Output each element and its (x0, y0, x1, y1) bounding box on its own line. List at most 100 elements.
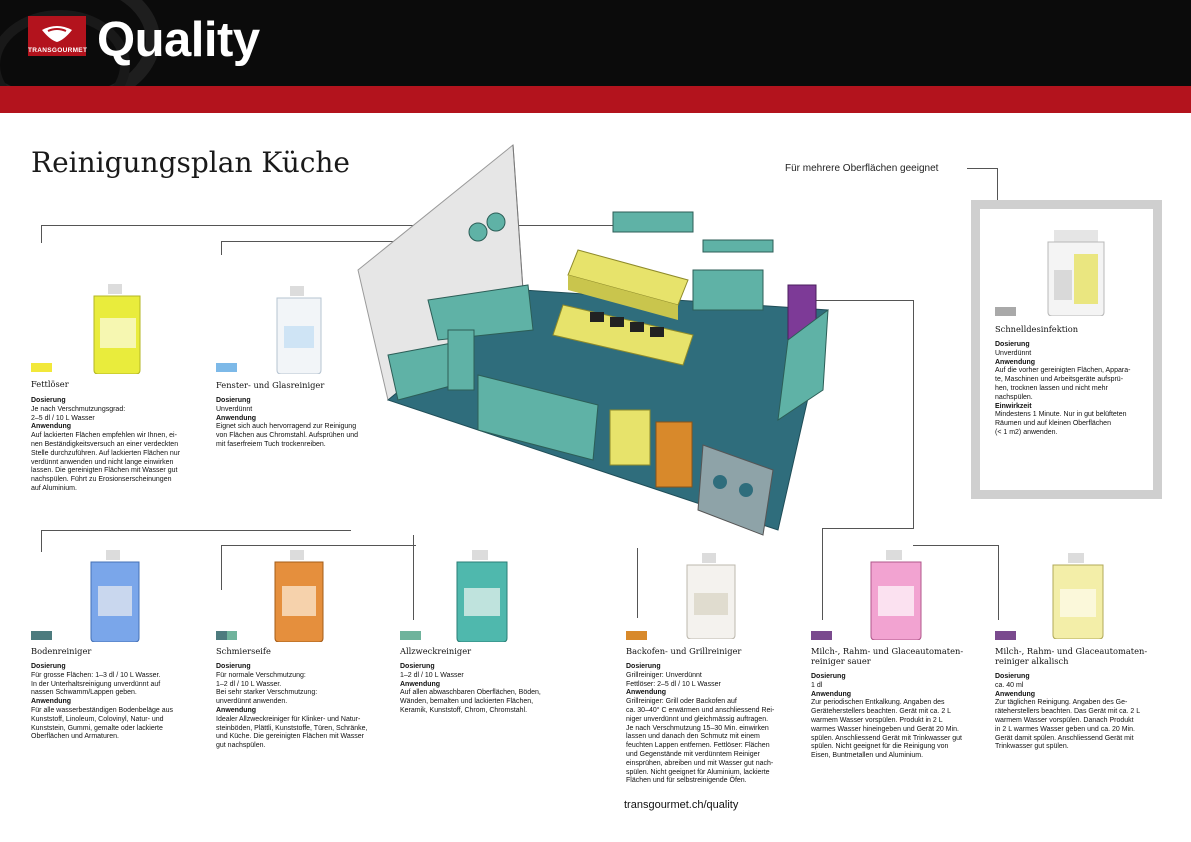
description-line: Auf die vorher gereinigten Flächen, Appa… (995, 367, 1131, 375)
milch-sauer-name-line2: reiniger sauer (811, 656, 871, 666)
backofen-bottle-icon (686, 553, 736, 639)
description-line: von Flächen aus Chromstahl. Aufsprühen u… (216, 432, 359, 440)
schnelldesinfektion-swatch (995, 307, 1016, 316)
description-line: Eignet sich auch hervorragend zur Reinig… (216, 423, 357, 431)
section-heading: Anwendung (400, 680, 441, 688)
leader-line (997, 168, 998, 200)
description-line: te, Maschinen und Arbeitsgeräte aufsprü- (995, 376, 1124, 384)
description-line: Eisen, Buntmetallen und Aluminium. (811, 752, 924, 760)
bodenreiniger-bottle-icon (90, 550, 140, 642)
section-heading: Dosierung (31, 397, 66, 404)
section-heading: Anwendung (216, 414, 257, 422)
leader-line (998, 545, 999, 620)
description-line: Oberflächen und Armaturen. (31, 733, 119, 741)
leader-line (41, 225, 613, 226)
schmierseife-bottle-icon (274, 550, 324, 642)
milch-alkalisch-bottle-icon (1052, 553, 1104, 639)
fettloeser-bottle-icon (93, 284, 141, 374)
section-heading: Anwendung (626, 689, 667, 697)
leader-line (41, 530, 42, 552)
milch-alkalisch-name-line1: Milch-, Rahm- und Glaceautomaten- (995, 646, 1148, 656)
section-heading: Dosierung (626, 663, 661, 670)
description-line: nachspülen. Führt zu Erosionserscheinung… (31, 476, 172, 484)
description-line: warmes Wasser hineingeben und Gerät 20 M… (811, 725, 959, 733)
description-line: Flächen und für selbstreinigende Öfen. (626, 777, 747, 785)
description-line: spülen. Nicht geeignet für Aluminium, la… (626, 768, 770, 776)
glasreiniger-swatch (216, 363, 237, 372)
description-line: Grillreiniger: Unverdünnt (626, 671, 702, 679)
description-line: räteherstellers beachten. Das Gerät mit … (995, 708, 1141, 716)
description-line: auf Aluminium. (31, 484, 77, 492)
leader-line (221, 241, 508, 242)
leader-line (221, 545, 222, 590)
description-line: Keramik, Kunststoff, Chrom, Chromstahl. (400, 706, 528, 714)
description-line: Für grosse Flächen: 1–3 dl / 10 L Wasser… (31, 671, 161, 679)
schnelldesinfektion-name: Schnelldesinfektion (995, 324, 1079, 334)
backofen-swatch (626, 631, 647, 640)
leader-line (913, 545, 999, 546)
milch-alkalisch-name-line2: reiniger alkalisch (995, 656, 1069, 666)
multi-surface-label: Für mehrere Oberflächen geeignet (785, 163, 939, 174)
description-line: und Küche. Die gereinigten Flächen mit W… (216, 733, 364, 741)
schmierseife-name: Schmierseife (216, 646, 271, 656)
allzweckreiniger-name: Allzweckreiniger (400, 646, 472, 656)
leader-line (913, 300, 914, 529)
description-line: lassen und danach den Schmutz mit einem (626, 733, 760, 741)
description-line: 2–5 dl / 10 L Wasser (31, 414, 95, 422)
description-line: verdünnt anwenden und nicht lange einwir… (31, 458, 174, 466)
leader-line (41, 530, 351, 531)
description-line: Kunststein, Gummi, gemalte oder lackiert… (31, 724, 163, 732)
section-heading: Dosierung (995, 341, 1030, 348)
description-line: ca. 30–40° C erwärmen und anschliessend … (626, 706, 775, 714)
leader-line (822, 528, 823, 620)
page-title: Reinigungsplan Küche (31, 146, 351, 179)
header-bar: TRANSGOURMET Quality (0, 0, 1191, 86)
milch-alkalisch-name: Milch-, Rahm- und Glaceautomaten-reinige… (995, 646, 1147, 666)
description-line: steinböden, Plättli, Kunststoffe, Türen,… (216, 724, 368, 732)
description-line: 1–2 dl / 10 L Wasser. (216, 680, 282, 688)
section-heading: Dosierung (400, 663, 435, 670)
section-heading: Anwendung (995, 690, 1036, 698)
glasreiniger-name: Fenster- und Glasreiniger (216, 380, 325, 390)
description-line: nen Beständigkeitsversuch an einer verde… (31, 440, 179, 448)
leader-line (41, 225, 42, 243)
description-line: Kunststoff, Linoleum, Colovinyl, Natur- … (31, 715, 164, 723)
description-line: Grillreiniger: Grill oder Backofen auf (626, 698, 737, 706)
description-line: Für normale Verschmutzung: (216, 671, 306, 679)
header-decor-inner (0, 10, 130, 86)
logo-text: TRANSGOURMET (28, 47, 88, 54)
description-line: Räumen und auf kleinen Oberflächen (995, 420, 1111, 428)
allzweckreiniger-swatch (400, 631, 421, 640)
description-line: spülen. Nicht geeignet für die Reinigung… (811, 743, 949, 751)
milch-sauer-bottle-icon (870, 550, 922, 640)
leader-line (637, 548, 638, 618)
description-line: und Gegenstände mit verdünntem Reiniger (626, 750, 760, 758)
red-band (0, 86, 1191, 113)
description-line: nachspülen. (995, 393, 1033, 401)
section-heading: Anwendung (216, 706, 257, 714)
description-line: Zur täglichen Reinigung. Angaben des Ge- (995, 699, 1128, 707)
description-line: Bei sehr starker Verschmutzung: (216, 689, 318, 697)
milch-sauer-name: Milch-, Rahm- und Glaceautomaten-reinige… (811, 646, 963, 666)
section-heading: Anwendung (31, 423, 72, 431)
schmierseife-swatch (216, 631, 237, 640)
description-line: 1 dl (811, 681, 823, 689)
description-line: einsprühen, abreiben und mit Wasser gut … (626, 759, 774, 767)
description-line: hen, trocknen lassen und nicht mehr (995, 384, 1108, 392)
section-heading: Einwirkzeit (995, 402, 1032, 410)
milch-sauer-name-line1: Milch-, Rahm- und Glaceautomaten- (811, 646, 964, 656)
leader-line (812, 300, 914, 301)
bodenreiniger-swatch (31, 631, 52, 640)
description-line: warmem Wasser vorspülen. Produkt in 2 L (811, 716, 943, 724)
brand-title: Quality (97, 13, 260, 67)
section-heading: Dosierung (995, 673, 1030, 680)
description-line: Trinkwasser gut spülen. (995, 743, 1069, 751)
milch-sauer-swatch (811, 631, 832, 640)
leader-line (413, 535, 414, 620)
kitchen-illustration (357, 144, 829, 536)
description-line: Stelle durchzuführen. Auf lackierten Flä… (31, 449, 181, 457)
